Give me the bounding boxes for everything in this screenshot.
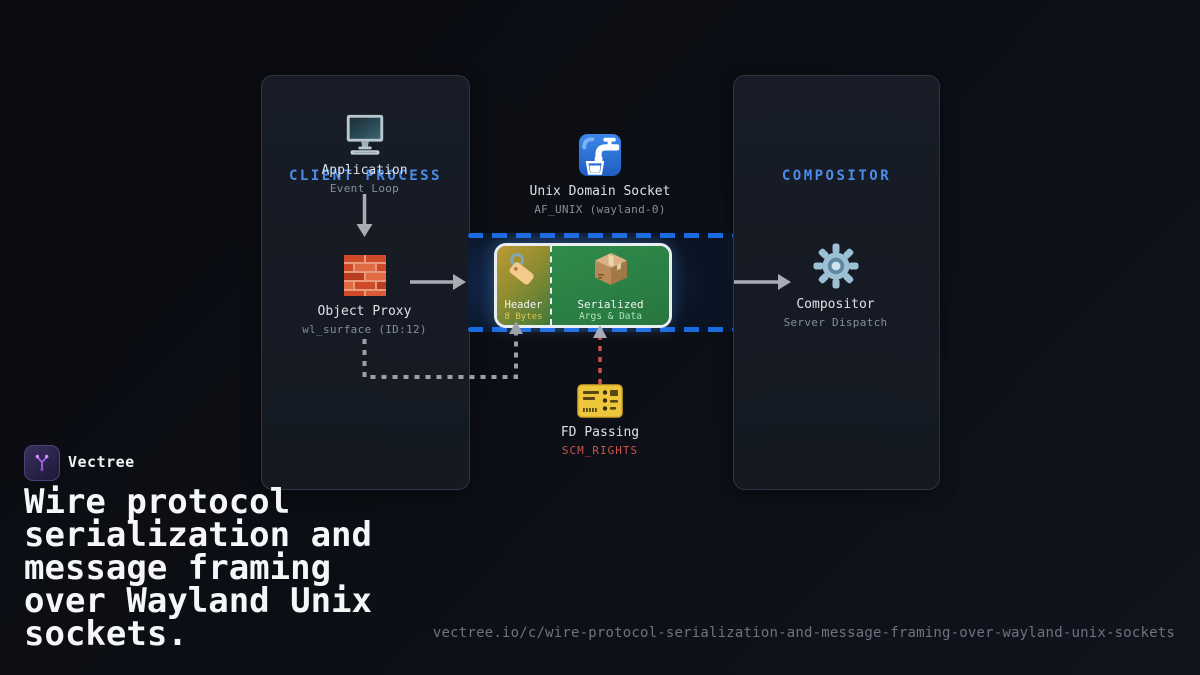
object-proxy-sublabel: wl_surface (ID:12) bbox=[302, 323, 427, 336]
monitor-icon bbox=[261, 112, 468, 156]
package-icon bbox=[552, 251, 669, 287]
footer-url: vectree.io/c/wire-protocol-serialization… bbox=[432, 625, 1175, 641]
frame-payload-cell: Serialized Args & Data bbox=[550, 246, 669, 325]
fd-passing-label: FD Passing bbox=[560, 425, 640, 440]
unix-domain-socket-label: Unix Domain Socket bbox=[529, 184, 671, 199]
id-card-icon bbox=[500, 384, 700, 418]
client-process-title: CLIENT PROCESS bbox=[288, 168, 442, 184]
unix-domain-socket-node: Unix Domain Socket AF_UNIX (wayland-0) bbox=[478, 133, 722, 216]
brand-name: Vectree bbox=[68, 453, 135, 471]
fd-passing-sublabel: SCM_RIGHTS bbox=[561, 444, 639, 457]
application-sublabel: Event Loop bbox=[329, 182, 400, 195]
application-label: Application bbox=[321, 163, 408, 178]
bricks-icon bbox=[261, 254, 468, 297]
gear-icon bbox=[733, 242, 938, 290]
compositor-node: Compositor Server Dispatch bbox=[733, 242, 938, 329]
application-node: Application Event Loop bbox=[261, 112, 468, 195]
frame-payload-sublabel: Args & Data bbox=[579, 311, 642, 322]
faucet-icon bbox=[478, 133, 722, 177]
object-proxy-label: Object Proxy bbox=[317, 304, 412, 319]
socket-channel-top-edge bbox=[468, 233, 733, 238]
unix-domain-socket-sublabel: AF_UNIX (wayland-0) bbox=[534, 203, 666, 216]
frame-header-cell: Header 8 Bytes bbox=[497, 246, 550, 325]
headline-title: Wire protocol serialization and message … bbox=[24, 482, 372, 654]
vectree-branch-icon bbox=[35, 454, 49, 472]
compositor-label: Compositor bbox=[796, 297, 875, 312]
frame-header-label: Header bbox=[504, 299, 543, 311]
vectree-logo bbox=[24, 445, 60, 481]
compositor-title: COMPOSITOR bbox=[781, 168, 892, 184]
object-proxy-node: Object Proxy wl_surface (ID:12) bbox=[261, 254, 468, 336]
frame-payload-label: Serialized bbox=[577, 298, 644, 311]
tag-icon bbox=[497, 251, 550, 291]
message-frame: Header 8 Bytes Serialized Args & Data bbox=[494, 243, 672, 328]
compositor-sublabel: Server Dispatch bbox=[783, 316, 888, 329]
frame-header-sublabel: 8 Bytes bbox=[504, 312, 543, 322]
fd-passing-node: FD Passing SCM_RIGHTS bbox=[500, 384, 700, 457]
